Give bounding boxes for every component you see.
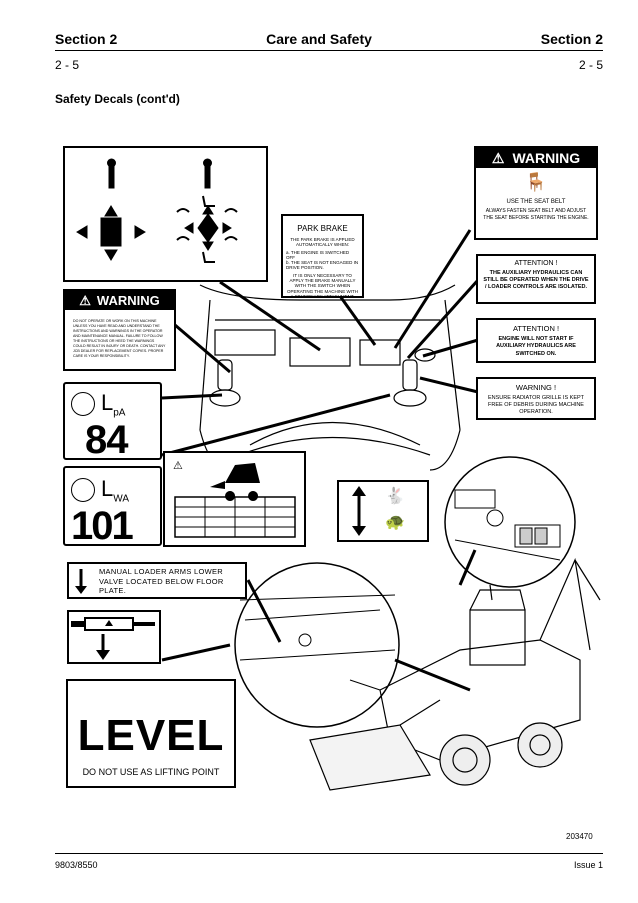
engine-start-decal: ATTENTION ! ENGINE WILL NOT START IF AUX…	[476, 318, 596, 363]
noise-lpa-value: 84	[85, 418, 128, 462]
seat-belt-warning-decal: ⚠ WARNING 🪑 USE THE SEAT BELT ALWAYS FAS…	[474, 146, 598, 240]
park-brake-line3: b. THE SEAT IS NOT ENGAGED IN DRIVE POSI…	[286, 260, 359, 271]
park-brake-title: PARK BRAKE	[297, 224, 348, 233]
noise-lwa-label: LWA	[101, 476, 129, 504]
page-number-left: 2 - 5	[55, 58, 80, 72]
noise-lwa-subscript: WA	[113, 493, 129, 505]
ear-icon	[71, 478, 95, 502]
operator-manual-warning-text: DO NOT OPERATE OR WORK ON THIS MACHINE U…	[73, 319, 166, 358]
warning-triangle-icon: ⚠	[491, 149, 505, 166]
tortoise-icon: 🐢	[385, 514, 405, 531]
section-label-left: Section 2	[55, 31, 118, 47]
controls-pattern-decal	[63, 146, 268, 282]
operator-manual-warning-title: WARNING	[96, 293, 160, 308]
header-rule	[55, 50, 603, 51]
seat-belt-warning-title: WARNING	[512, 150, 581, 166]
noise-lwa-decal: LWA 101	[63, 466, 162, 548]
control-pattern-icon	[76, 158, 238, 263]
radiator-warning-decal: WARNING ! ENSURE RADIATOR GRILLE IS KEPT…	[476, 377, 596, 420]
aux-hydraulics-title: ATTENTION !	[514, 260, 558, 267]
hare-icon: 🐇	[385, 488, 405, 505]
section-label-right: Section 2	[540, 31, 603, 47]
aux-hydraulics-text: THE AUXILIARY HYDRAULICS CAN STILL BE OP…	[483, 269, 589, 290]
engine-start-text: ENGINE WILL NOT START IF AUXILIARY HYDRA…	[496, 335, 576, 357]
seat-belt-warning-banner: ⚠ WARNING	[476, 148, 596, 168]
park-brake-decal: PARK BRAKE THE PARK BRAKE IS APPLIED AUT…	[281, 214, 364, 299]
up-down-arrow-icon	[352, 486, 366, 536]
warning-triangle-icon: ⚠	[173, 460, 183, 472]
level-decal: LEVEL DO NOT USE AS LIFTING POINT	[66, 679, 236, 788]
noise-lwa-value: 101	[71, 504, 134, 548]
noise-lpa-letter: L	[101, 390, 114, 415]
footer-rule	[55, 853, 603, 854]
noise-lpa-subscript: pA	[113, 407, 126, 419]
seat-belt-icon: 🪑	[524, 172, 548, 192]
level-title: LEVEL	[77, 711, 225, 760]
engine-start-title: ATTENTION !	[512, 324, 560, 333]
page-number-right: 2 - 5	[578, 58, 603, 72]
radiator-warning-title: WARNING !	[515, 383, 557, 392]
loader-arms-text: MANUAL LOADER ARMS LOWER VALVE LOCATED B…	[99, 567, 224, 595]
operator-manual-warning-banner: ⚠ WARNING	[65, 291, 174, 310]
seat-belt-line1: USE THE SEAT BELT	[506, 199, 566, 205]
loader-arms-decal: MANUAL LOADER ARMS LOWER VALVE LOCATED B…	[67, 562, 247, 599]
hydraulic-ram-decal	[67, 610, 161, 664]
park-brake-line2: a. THE ENGINE IS SWITCHED OFF	[286, 249, 350, 260]
document-number: 9803/8550	[55, 860, 98, 870]
park-brake-line1: THE PARK BRAKE IS APPLIED AUTOMATICALLY …	[290, 237, 355, 248]
noise-lpa-decal: LpA 84	[63, 382, 162, 462]
seat-belt-line2: ALWAYS FASTEN SEAT BELT AND ADJUST THE S…	[483, 208, 589, 221]
speed-range-decal: 🐇 🐢	[337, 480, 429, 542]
ear-icon	[71, 392, 95, 416]
level-text: DO NOT USE AS LIFTING POINT	[82, 767, 220, 777]
radiator-warning-text: ENSURE RADIATOR GRILLE IS KEPT FREE OF D…	[487, 394, 585, 415]
aux-hydraulics-decal: ATTENTION ! THE AUXILIARY HYDRAULICS CAN…	[476, 254, 596, 304]
down-arrow-icon	[75, 569, 87, 594]
loader-load-chart-decal: ⚠	[163, 451, 306, 547]
hydraulic-ram-icon	[71, 617, 155, 660]
operator-manual-warning-decal: ⚠ WARNING DO NOT OPERATE OR WORK ON THIS…	[63, 289, 176, 371]
noise-lpa-label: LpA	[101, 390, 125, 418]
loader-silhouette-icon	[174, 463, 296, 538]
issue-number: Issue 1	[573, 860, 603, 870]
section-title: Safety Decals (cont'd)	[55, 92, 180, 106]
warning-triangle-icon: ⚠	[79, 292, 91, 308]
figure-number: 203470	[566, 832, 593, 841]
chapter-title: Care and Safety	[266, 31, 372, 47]
noise-lwa-letter: L	[101, 476, 114, 501]
park-brake-line4: IT IS ONLY NECESSARY TO APPLY THE BRAKE …	[286, 272, 359, 299]
